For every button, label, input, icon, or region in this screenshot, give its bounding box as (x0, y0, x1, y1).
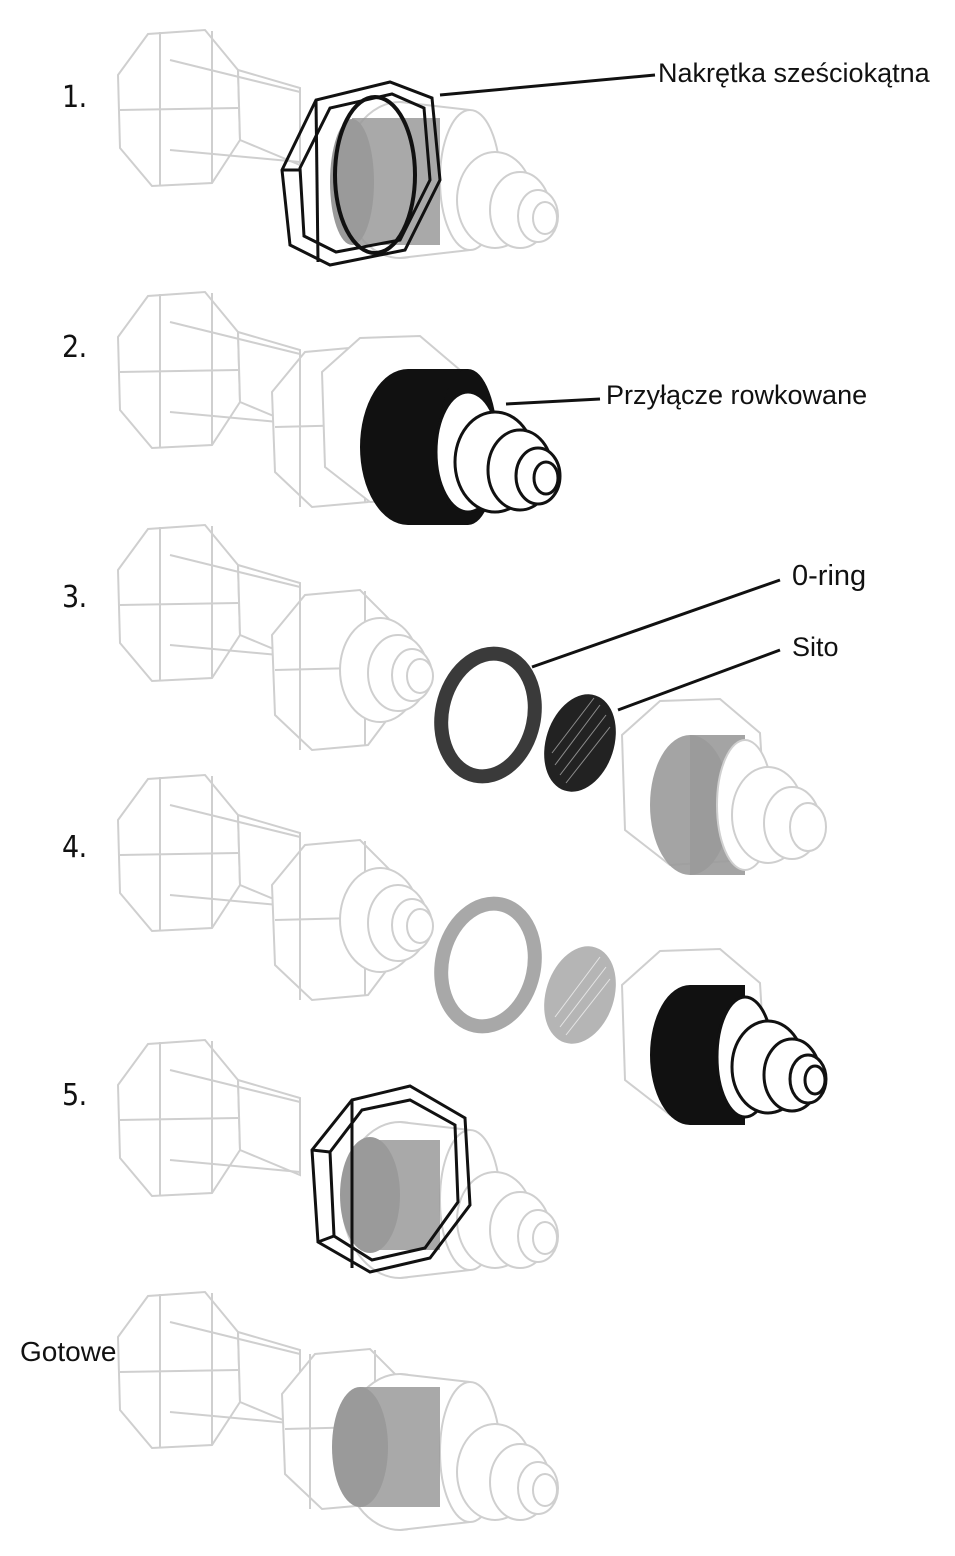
knurled-sleeve (330, 118, 440, 245)
step-label-2: 2. (62, 330, 87, 365)
sieve-light (544, 946, 616, 1044)
callout-line-sieve (617, 648, 781, 712)
o-ring-dark (434, 646, 542, 784)
callout-sieve: Sito (792, 632, 839, 662)
callout-grooved-connector: Przyłącze rowkowane (606, 380, 868, 410)
final-assembly (117, 1291, 559, 1531)
hex-nut-tightened (310, 1084, 472, 1274)
callout-hex-nut: Nakrętka sześciokątna (658, 58, 930, 88)
step5-assembly (117, 1039, 559, 1279)
o-ring-light (434, 896, 542, 1034)
step1-assembly (117, 29, 656, 267)
grooved-connector-highlight (360, 369, 562, 525)
callout-o-ring: 0-ring (792, 560, 867, 592)
sieve-dark (544, 694, 616, 792)
callout-line-grooved (505, 397, 601, 406)
step-label-4: 4. (62, 830, 87, 865)
step2-assembly (117, 291, 601, 525)
step-label-5: 5. (62, 1078, 87, 1113)
hex-nut-highlight (280, 80, 442, 267)
step-label-done: Gotowe (20, 1336, 117, 1367)
step4-assembly (117, 774, 828, 1125)
step-label-3: 3. (62, 580, 87, 615)
step-label-1: 1. (62, 80, 87, 115)
step3-assembly (117, 524, 827, 875)
callout-line-o-ring (531, 578, 781, 669)
callout-line-hex-nut (439, 73, 656, 97)
